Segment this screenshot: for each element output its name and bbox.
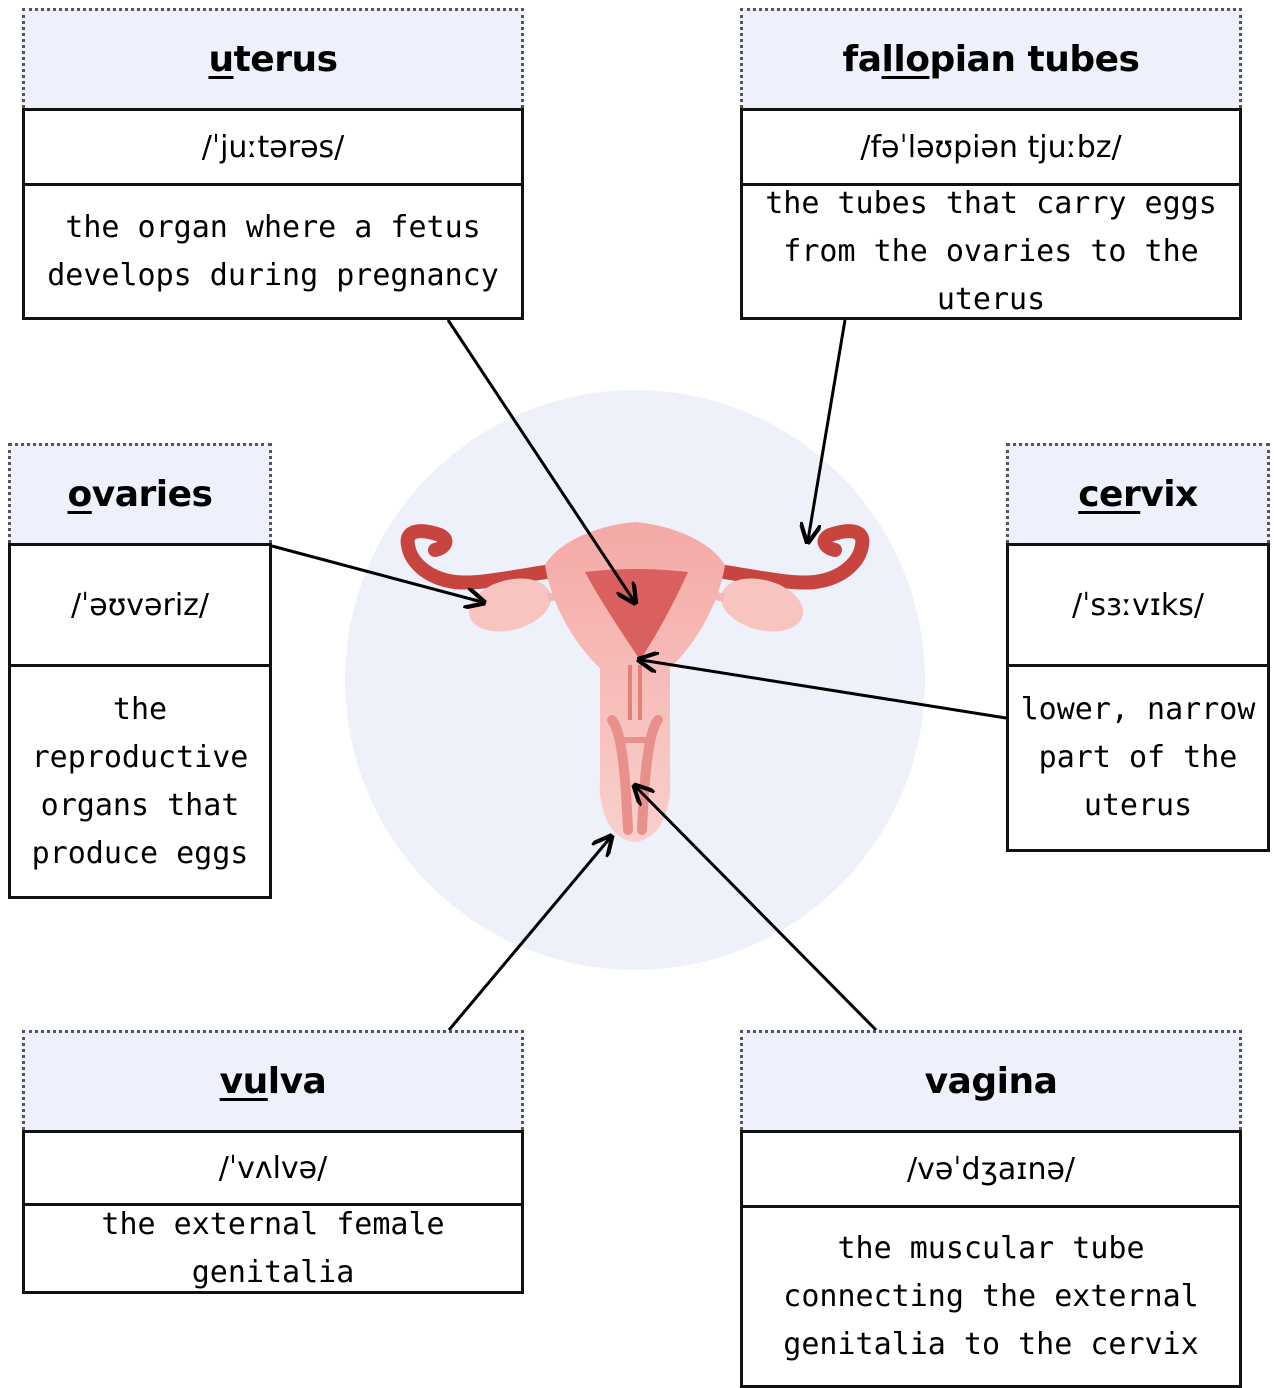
pronunciation: /ˈsɜːvɪks/ (1006, 543, 1270, 667)
definition: the organ where a fetus develops during … (22, 186, 524, 320)
term-title: vagina (740, 1030, 1242, 1130)
pronunciation: /ˈvʌlvə/ (22, 1130, 524, 1206)
pronunciation: /vəˈdʒaɪnə/ (740, 1130, 1242, 1208)
definition: lower, narrow part of the uterus (1006, 667, 1270, 852)
definition: the reproductive organs that produce egg… (8, 667, 272, 899)
definition: the external female genitalia (22, 1206, 524, 1294)
pronunciation: /ˈəʊvəriz/ (8, 543, 272, 667)
pronunciation: /fəˈləʊpiən tjuːbz/ (740, 108, 1242, 186)
pronunciation: /ˈjuːtərəs/ (22, 108, 524, 186)
definition: the tubes that carry eggs from the ovari… (740, 186, 1242, 320)
term-card-vagina: vagina /vəˈdʒaɪnə/ the muscular tube con… (740, 1030, 1242, 1388)
definition: the muscular tube connecting the externa… (740, 1208, 1242, 1388)
